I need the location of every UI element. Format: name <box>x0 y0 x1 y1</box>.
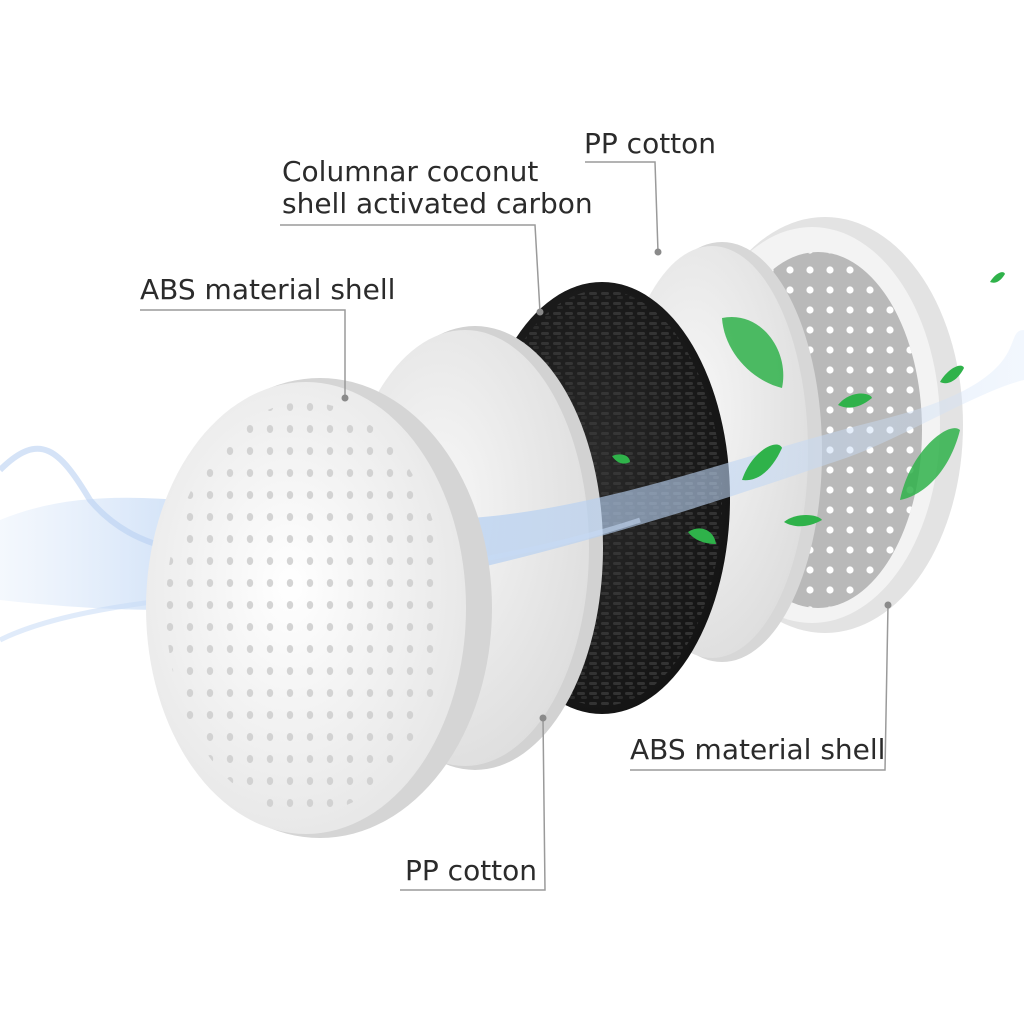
leader-dots <box>341 248 892 722</box>
label-pp-cotton-top: PP cotton <box>584 127 717 160</box>
label-pp-cotton-bottom: PP cotton <box>405 854 538 887</box>
label-activated-carbon: Columnar coconut shell activated carbon <box>282 155 593 221</box>
label-abs-shell-right: ABS material shell <box>630 733 886 766</box>
leaf-decorations <box>612 272 1005 544</box>
leader-lines <box>140 161 889 891</box>
leader-abs-right <box>630 604 889 771</box>
abs-shell-front <box>146 378 492 838</box>
leader-pp-cotton-bottom <box>400 717 546 891</box>
leader-carbon <box>280 224 541 313</box>
leader-abs-left <box>140 309 346 398</box>
label-activated-carbon-line1: Columnar coconut <box>282 155 539 188</box>
leader-pp-cotton-top <box>585 161 659 253</box>
label-activated-carbon-line2: shell activated carbon <box>282 187 593 221</box>
label-abs-shell-left: ABS material shell <box>140 273 396 306</box>
